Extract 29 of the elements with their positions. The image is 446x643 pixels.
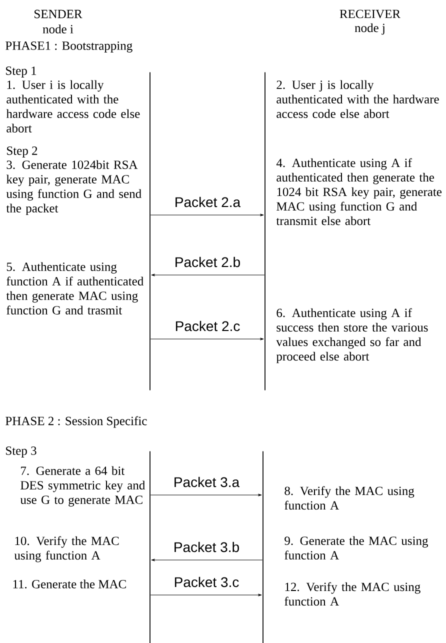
step-text: 10. Verify the MAC using function A [14,536,119,562]
step-text: 12. Verify the MAC using function A [284,582,420,606]
message-arrow [150,214,264,216]
step-heading: Step 2 [7,146,38,158]
message-arrow [151,274,265,276]
packet-label: Packet 3.c [172,576,240,588]
step-text: 9. Generate the MAC using function A [284,536,428,560]
message-arrow [150,594,262,596]
packet-label: Packet 2.a [173,196,242,208]
column-heading: SENDER [34,10,82,18]
column-heading: node i [42,24,74,34]
packet-label: Packet 3.a [172,476,241,488]
step-text: 3. Generate 1024bit RSA key pair, generate MAC using function G and send the packet [6,160,142,216]
step-text: 1. User i is locally authenticated with the hardware access code else abort [6,80,140,132]
message-arrow [151,558,263,562]
column-heading: node j [354,23,384,35]
step-text: 4. Authenticate using A if authenticated then generate the 1024 bit RSA key pair, generate MAC using function G and transmit else abort [276,158,442,226]
packet-label: Packet 2.c [174,320,242,332]
step-text: 5. Authenticate using function A if authenticated then generate MAC using function G and trasmit [6,262,144,314]
message-arrow [150,338,264,340]
step-heading: Step 3 [6,446,36,458]
step-text: 6. Authenticate using A if success then store the various values exchanged so far and proceed else abort [276,308,428,364]
step-heading: Step 1 [6,66,36,78]
phase-heading: PHASE 2 : Session Specific [6,416,147,428]
packet-label: Packet 2.b [173,256,242,268]
column-heading: RECEIVER [340,10,401,18]
step-text: 11. Generate the MAC [13,580,126,588]
packet-label: Packet 3.b [172,540,241,554]
message-arrow [150,494,262,496]
